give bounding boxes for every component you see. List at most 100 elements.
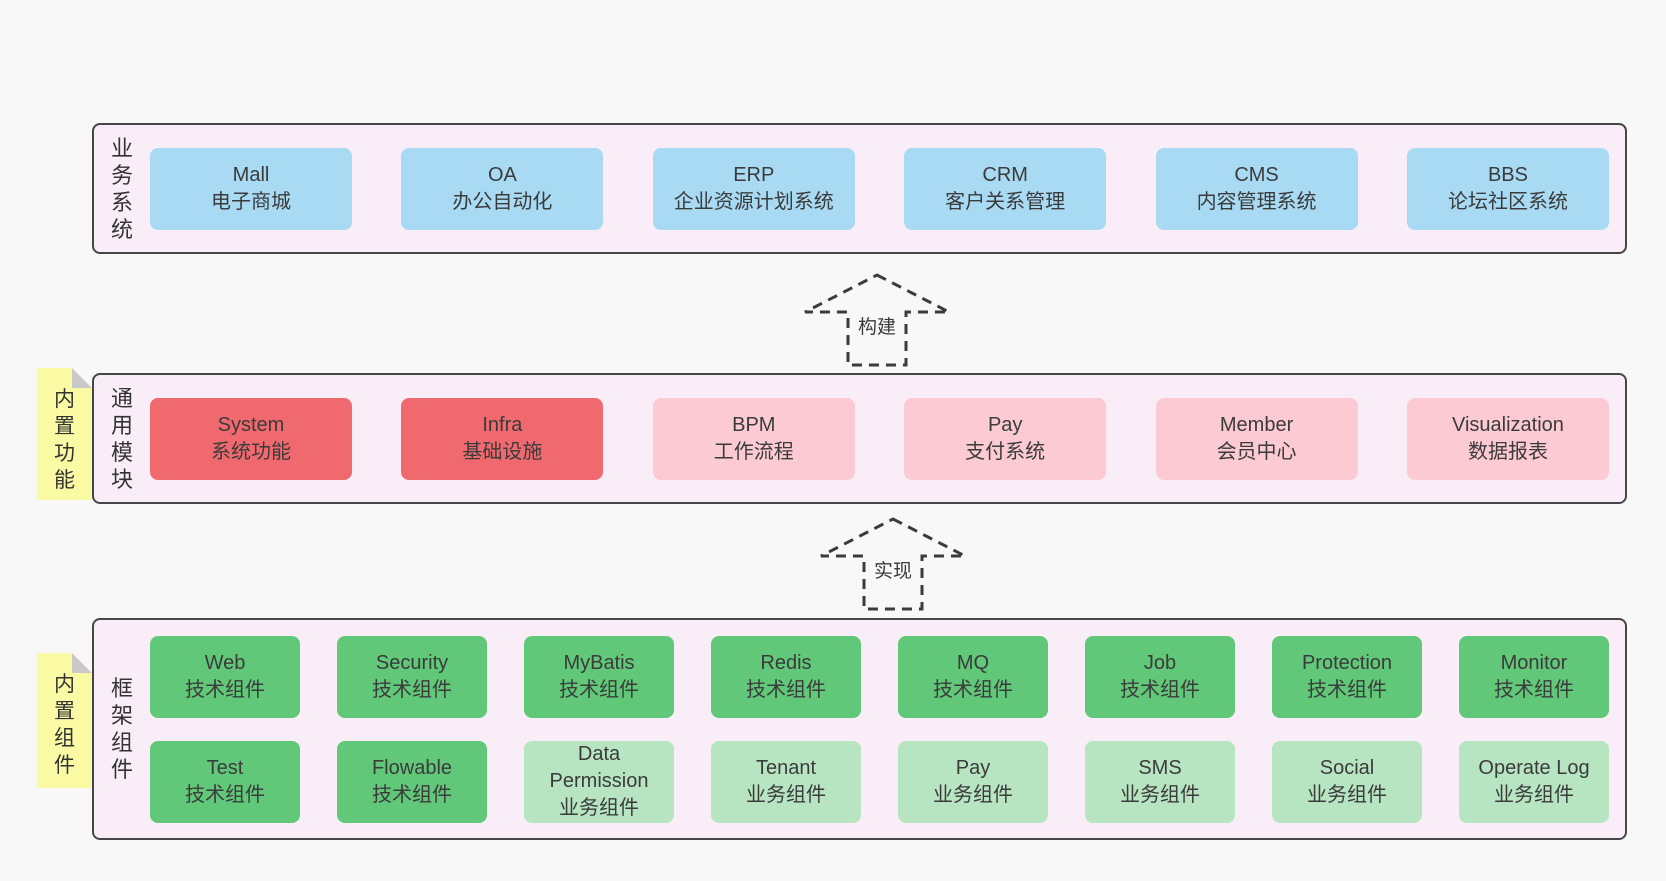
box-subtitle: 业务组件 — [559, 797, 639, 819]
box-title: Mall — [232, 163, 270, 186]
dashed-up-arrow-icon — [820, 517, 966, 611]
box-subtitle: 业务组件 — [1307, 783, 1387, 806]
box-subtitle: 技术组件 — [1494, 678, 1574, 701]
box-test: Test 技术组件 — [150, 740, 300, 823]
box-mq: MQ 技术组件 — [898, 635, 1048, 718]
box-subtitle: 会员中心 — [1216, 440, 1297, 463]
box-subtitle: 论坛社区系统 — [1447, 190, 1568, 213]
box-title: Web — [204, 651, 246, 674]
box-subtitle: 技术组件 — [559, 678, 639, 701]
box-subtitle: 工作流程 — [713, 440, 794, 463]
box-redis: Redis 技术组件 — [711, 635, 861, 718]
box-title: Social — [1319, 756, 1375, 779]
box-oa: OA 办公自动化 — [401, 147, 604, 230]
vertical-label-text: 通用模块 — [110, 385, 133, 492]
box-title: SMS — [1138, 756, 1182, 779]
box-title: MQ — [956, 651, 990, 674]
box-subtitle: 技术组件 — [372, 783, 452, 806]
box-tenant: Tenant 业务组件 — [711, 740, 861, 823]
common-modules-label: 通用模块 — [94, 375, 150, 502]
box-title: CMS — [1234, 163, 1279, 186]
box-subtitle: 技术组件 — [746, 678, 826, 701]
box-subtitle: 业务组件 — [933, 783, 1013, 806]
box-title: Redis — [760, 651, 812, 674]
box-job: Job 技术组件 — [1085, 635, 1235, 718]
box-title: ERP — [733, 163, 775, 186]
box-subtitle: 技术组件 — [933, 678, 1013, 701]
box-subtitle: 业务组件 — [746, 783, 826, 806]
box-title: Pay — [955, 756, 991, 779]
box-title: Operate Log — [1478, 756, 1590, 779]
implement-arrow-label: 实现 — [873, 561, 912, 582]
box-subtitle: 业务组件 — [1494, 783, 1574, 806]
box-cms: CMS 内容管理系统 — [1155, 147, 1358, 230]
box-title: Protection — [1301, 651, 1393, 674]
sticky-note-builtin-components: 内置组件 — [37, 653, 92, 788]
box-sms: SMS 业务组件 — [1085, 740, 1235, 823]
box-subtitle: 技术组件 — [185, 783, 265, 806]
box-social: Social 业务组件 — [1272, 740, 1422, 823]
sticky-note-builtin-features: 内置功能 — [37, 368, 92, 500]
sticky-note-text: 内置功能 — [54, 388, 75, 492]
box-visualization: Visualization 数据报表 — [1406, 397, 1609, 480]
box-title: Visualization — [1451, 413, 1564, 436]
box-subtitle: 系统功能 — [211, 440, 291, 463]
box-title: Infra — [482, 413, 523, 436]
box-subtitle: 数据报表 — [1467, 440, 1548, 463]
box-subtitle: 业务组件 — [1120, 783, 1200, 806]
box-title: Monitor — [1500, 651, 1568, 674]
box-title: MyBatis — [563, 651, 635, 674]
box-mybatis: MyBatis 技术组件 — [524, 635, 674, 718]
box-title: Security — [375, 651, 449, 674]
box-subtitle: 技术组件 — [185, 678, 265, 701]
box-title: Tenant — [755, 756, 817, 779]
sticky-fold-corner-icon — [72, 368, 92, 388]
box-title: Test — [206, 756, 244, 779]
build-arrow: 构建 — [802, 272, 952, 368]
box-subtitle: 办公自动化 — [452, 190, 553, 213]
box-subtitle: 企业资源计划系统 — [673, 190, 834, 213]
box-title: Job — [1143, 651, 1177, 674]
box-subtitle: 支付系统 — [965, 440, 1046, 463]
sticky-note-text: 内置组件 — [54, 673, 75, 777]
box-title: CRM — [982, 163, 1028, 186]
box-subtitle: 内容管理系统 — [1196, 190, 1317, 213]
box-data-permission: Data Permission 业务组件 — [524, 740, 674, 823]
business-systems-label: 业务系统 — [94, 125, 150, 252]
box-monitor: Monitor 技术组件 — [1459, 635, 1609, 718]
dashed-up-arrow-icon — [804, 273, 950, 367]
box-title: OA — [487, 163, 517, 186]
box-security: Security 技术组件 — [337, 635, 487, 718]
box-title: Flowable — [371, 756, 453, 779]
box-erp: ERP 企业资源计划系统 — [652, 147, 855, 230]
box-member: Member 会员中心 — [1155, 397, 1358, 480]
box-title: Member — [1219, 413, 1294, 436]
vertical-label-text: 业务系统 — [110, 135, 133, 242]
box-subtitle: 技术组件 — [372, 678, 452, 701]
box-flowable: Flowable 技术组件 — [337, 740, 487, 823]
box-title: Data Permission — [549, 743, 649, 792]
box-subtitle: 技术组件 — [1120, 678, 1200, 701]
framework-components-label: 框架组件 — [94, 620, 150, 838]
build-arrow-label: 构建 — [857, 317, 896, 338]
box-pay: Pay 业务组件 — [898, 740, 1048, 823]
vertical-label-text: 框架组件 — [110, 676, 133, 782]
